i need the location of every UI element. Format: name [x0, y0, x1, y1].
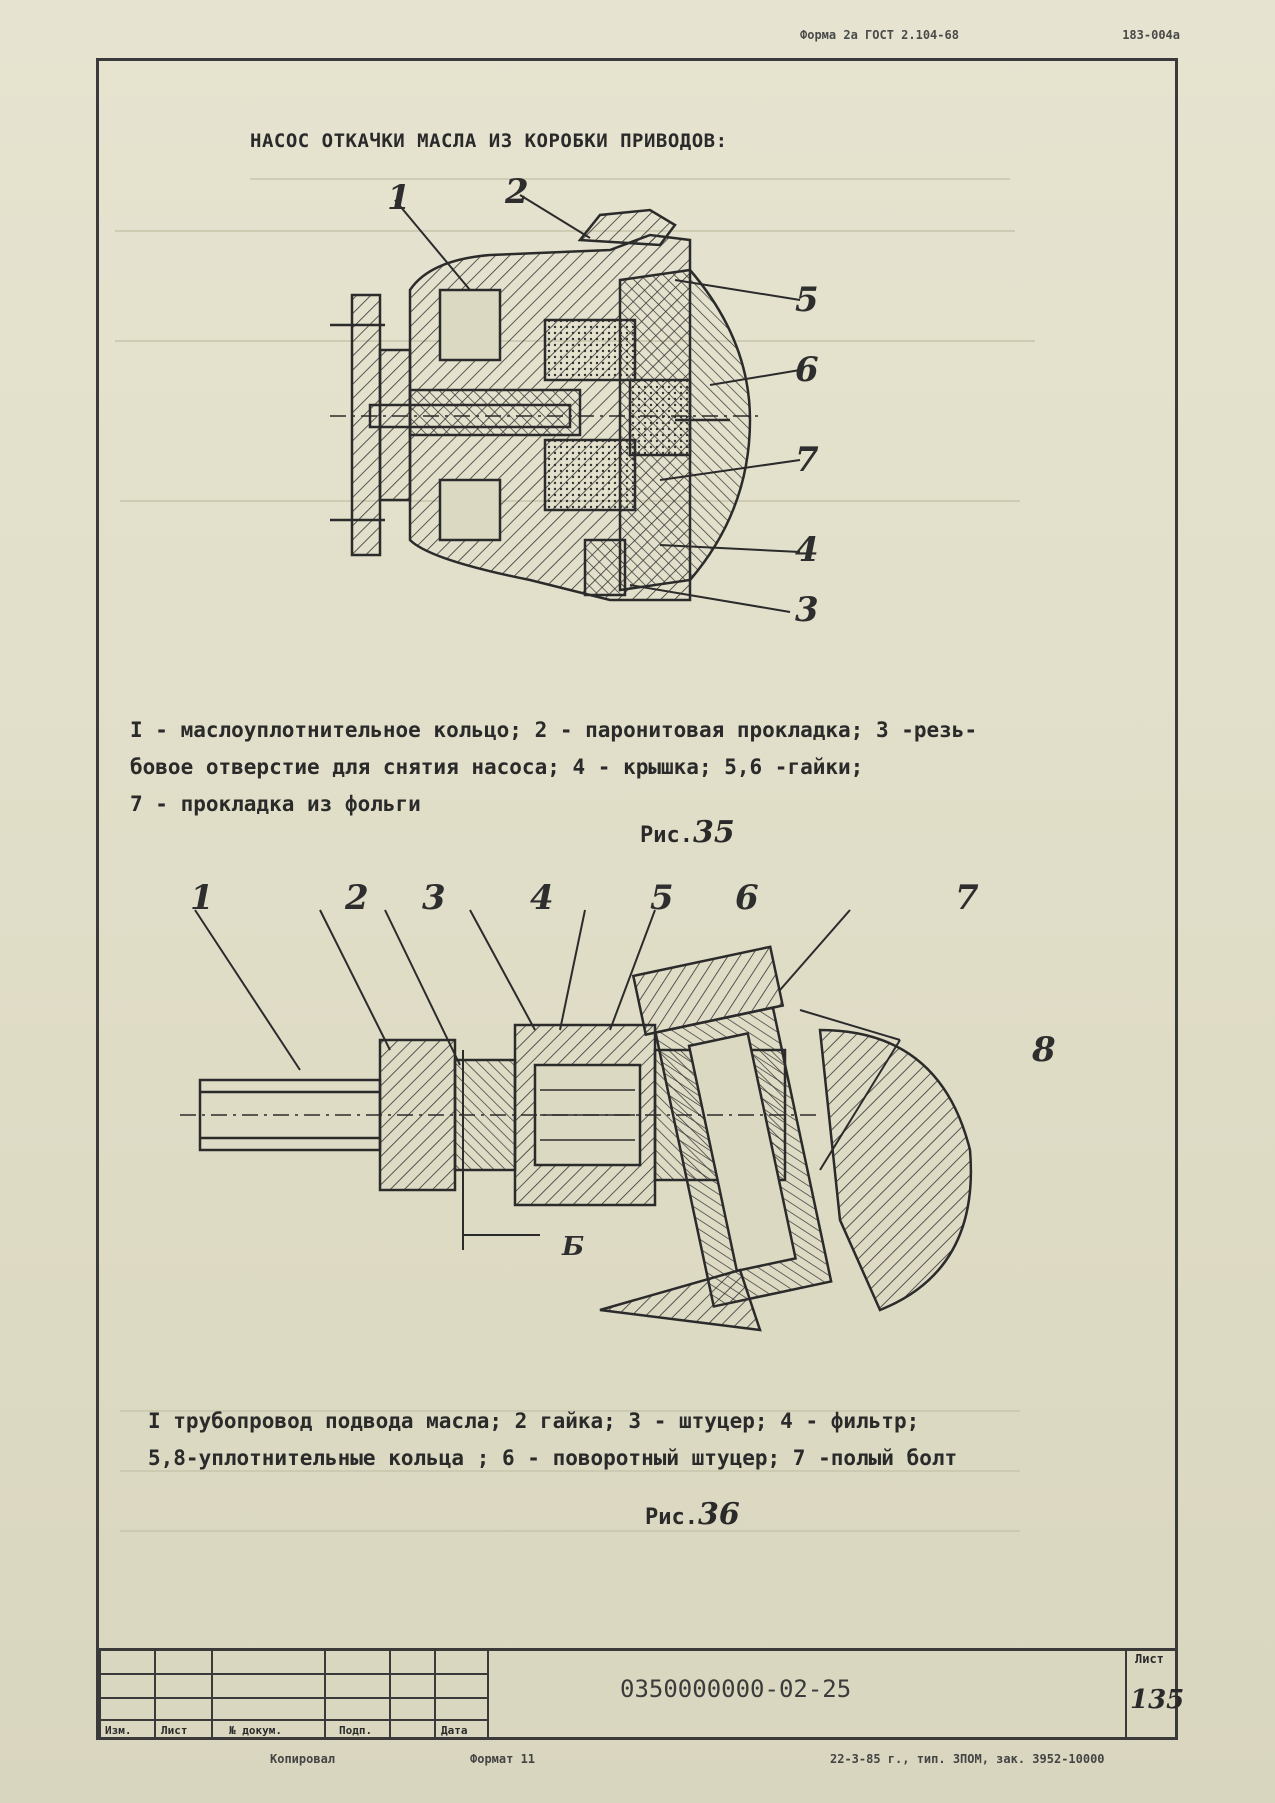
- figure-35-callout-3: 3: [795, 590, 819, 630]
- figure-36-callout-2: 2: [345, 878, 369, 918]
- figure-36-callout-5: 5: [650, 878, 674, 918]
- figure-35-callout-2: 2: [505, 172, 529, 212]
- figure-35-callout-5: 5: [795, 280, 819, 320]
- footer-print-info: 22-3-85 г., тип. ЗПОМ, зак. 3952-10000: [830, 1752, 1105, 1766]
- title-block: Изм. Лист № докум. Подп. Дата: [99, 1648, 1175, 1740]
- figure-35-caption: I - маслоуплотнительное кольцо; 2 - паро…: [130, 712, 977, 823]
- col-doc-number: № докум.: [229, 1724, 282, 1737]
- sheet-box: [1125, 1648, 1180, 1737]
- figure-label-prefix: Рис.: [640, 823, 693, 848]
- sheet-number: 135: [1130, 1685, 1185, 1715]
- col-date: Дата: [441, 1724, 468, 1737]
- caption-line: I - маслоуплотнительное кольцо; 2 - паро…: [130, 718, 978, 742]
- footer-copied: Копировал: [270, 1752, 336, 1766]
- col-signature: Подп.: [339, 1724, 373, 1737]
- bleed-through-line: [250, 178, 1010, 180]
- page-title: НАСОС ОТКАЧКИ МАСЛА ИЗ КОРОБКИ ПРИВОДОВ:: [250, 130, 728, 152]
- oil-supply-fitting-drawing: [180, 909, 973, 1332]
- figure-36-caption: I трубопровод подвода масла; 2 гайка; 3 …: [148, 1403, 957, 1477]
- col-sheet: Лист: [161, 1724, 188, 1737]
- figure-36-label: Рис.36: [645, 1497, 740, 1532]
- figure-35-callout-7: 7: [795, 440, 819, 480]
- figure-35-drawing: [330, 180, 930, 710]
- sheet-label: Лист: [1135, 1652, 1164, 1666]
- form-reference: Форма 2а ГОСТ 2.104-68: [800, 28, 959, 42]
- caption-line: бовое отверстие для снятия насоса; 4 - к…: [130, 755, 864, 779]
- figure-label-number: 35: [692, 815, 735, 850]
- bleed-through-line: [120, 1530, 1020, 1532]
- figure-35-callout-6: 6: [795, 350, 819, 390]
- figure-36-callout-6: 6: [735, 878, 759, 918]
- page-header: Форма 2а ГОСТ 2.104-68 183-004а: [800, 28, 1180, 42]
- figure-label-number: 36: [697, 1497, 740, 1532]
- figure-36-callout-8: 8: [1032, 1030, 1056, 1070]
- caption-line: 7 - прокладка из фольги: [130, 792, 421, 816]
- figure-35-label: Рис.35: [640, 815, 735, 850]
- figure-36-callout-4: 4: [530, 878, 554, 918]
- figure-35-callout-1: 1: [387, 178, 411, 218]
- caption-line: I трубопровод подвода масла; 2 гайка; 3 …: [148, 1409, 920, 1433]
- figure-label-prefix: Рис.: [645, 1505, 698, 1530]
- drawing-frame: [96, 58, 1178, 1740]
- footer-format: Формат 11: [470, 1752, 536, 1766]
- col-change: Изм.: [105, 1724, 132, 1737]
- bleed-through-line: [120, 1410, 1020, 1412]
- figure-36-callout-1: 1: [190, 878, 214, 918]
- pump-section-drawing: [330, 194, 801, 613]
- figure-36-drawing: [180, 890, 1000, 1380]
- bleed-through-line: [120, 1470, 1020, 1472]
- figure-35-callout-4: 4: [795, 530, 819, 570]
- document-number: 0350000000-02-25: [620, 1675, 852, 1703]
- figure-36-callout-7: 7: [955, 878, 979, 918]
- form-code: 183-004а: [1122, 28, 1180, 42]
- caption-line: 5,8-уплотнительные кольца ; 6 - поворотн…: [148, 1446, 958, 1470]
- figure-36-view-marker: Б: [562, 1232, 585, 1262]
- revision-grid: Изм. Лист № докум. Подп. Дата: [99, 1651, 489, 1740]
- figure-36-callout-3: 3: [422, 878, 446, 918]
- bleed-through-line: [115, 230, 1015, 232]
